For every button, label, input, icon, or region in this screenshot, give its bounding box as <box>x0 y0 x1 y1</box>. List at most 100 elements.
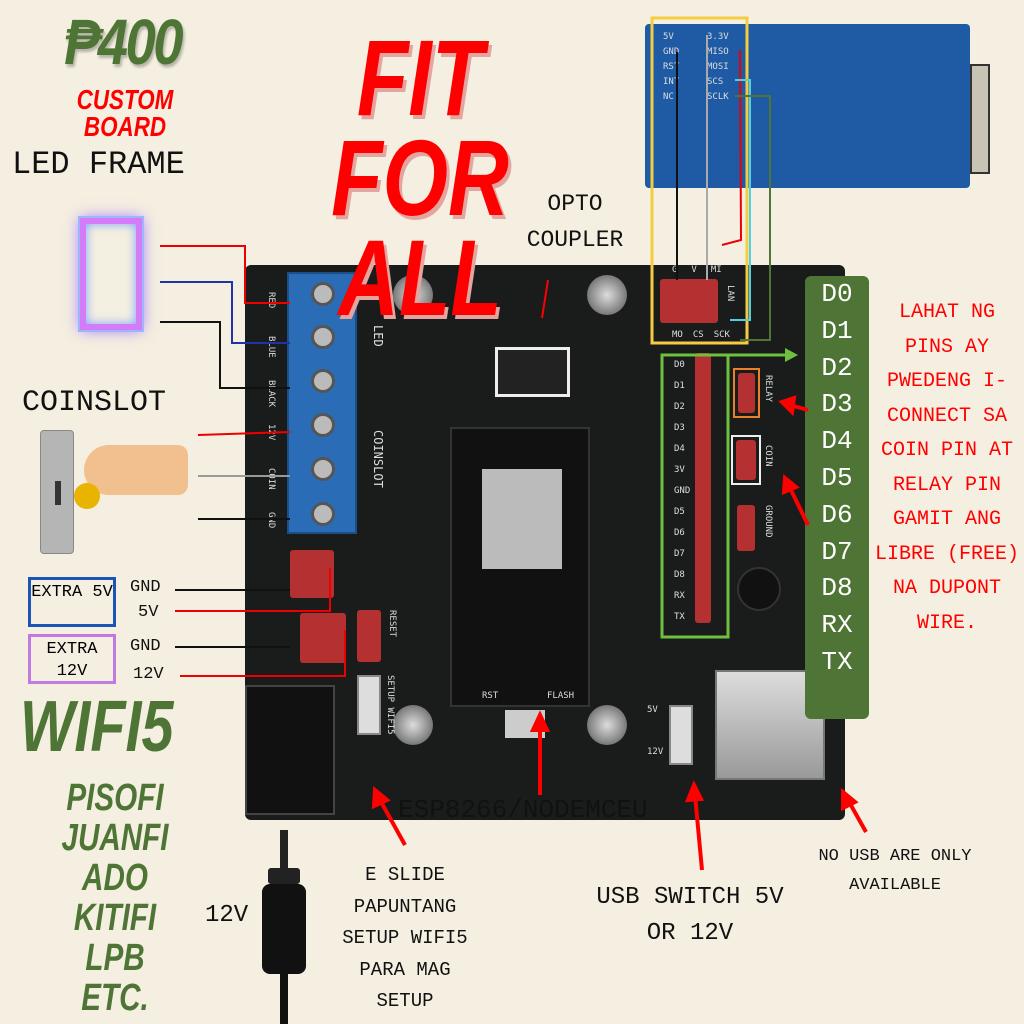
reset-header[interactable] <box>357 610 381 662</box>
dc-jack[interactable] <box>245 685 335 815</box>
12v-label: 12V <box>133 665 164 684</box>
setup-slide-note: E SLIDE PAPUNTANG SETUP WIFI5 PARA MAG S… <box>342 864 468 1012</box>
extra-5v-header[interactable] <box>290 550 334 598</box>
pin-label: RX <box>821 610 853 641</box>
board-pin: TX <box>674 612 685 622</box>
mount-screw <box>393 275 433 315</box>
board-pin: D1 <box>674 381 685 391</box>
lan-pin: 5V <box>663 32 674 42</box>
lan-pin: GND <box>663 47 680 57</box>
usb-switch-note: USB SWITCH 5V OR 12V <box>596 884 784 947</box>
gnd-label: GND <box>130 637 161 656</box>
reset-silk: RESET <box>387 610 397 638</box>
hand-coin-icon <box>74 445 188 509</box>
buzzer <box>737 567 781 611</box>
pin-label: TX <box>821 646 853 677</box>
price: ₱400 <box>64 6 183 78</box>
header-label: G <box>672 265 678 275</box>
mount-screw <box>587 275 627 315</box>
pin-label: D2 <box>821 352 853 383</box>
terminal-screw[interactable] <box>311 502 335 526</box>
mount-screw <box>393 705 433 745</box>
flash-label: FLASH <box>547 691 575 701</box>
ground-header[interactable] <box>737 505 755 551</box>
terminal-screw[interactable] <box>311 413 335 437</box>
brand: JUANFI <box>61 817 169 859</box>
ground-silk: GROUND <box>763 505 773 538</box>
pin-label: D4 <box>821 426 853 457</box>
pin-label: D0 <box>821 279 853 309</box>
terminal-label: BLUE <box>266 336 276 358</box>
coin-silk: COIN <box>763 445 773 467</box>
pin-label: D6 <box>821 499 853 530</box>
rj45-jack <box>970 64 990 174</box>
board-pin: RX <box>674 591 685 601</box>
lan-header[interactable] <box>660 279 718 323</box>
terminal-screw[interactable] <box>311 369 335 393</box>
brand: ETC. <box>81 977 149 1019</box>
header-label: SCK <box>713 330 730 340</box>
coin-header[interactable] <box>731 435 761 485</box>
5v-silk: 5V <box>647 705 658 715</box>
header-label: V <box>691 265 697 275</box>
header-label: MI <box>710 265 722 275</box>
extra-12v-header[interactable] <box>300 613 346 663</box>
lan-pin: SCLK <box>707 92 729 102</box>
board-pin-header-area <box>663 353 713 623</box>
terminal-screw[interactable] <box>311 282 335 306</box>
coinslot-icon <box>40 430 74 554</box>
lan-pin: SCS <box>707 77 724 87</box>
custom-board-label: CUSTOM BOARD <box>76 84 174 142</box>
title-line-2: ALL <box>338 217 502 338</box>
no-usb-note: NO USB ARE ONLY AVAILABLE <box>818 847 972 895</box>
brand: LPB <box>85 937 145 979</box>
usb-voltage-switch[interactable] <box>669 705 693 765</box>
lan-header-top-labels: G V MI <box>672 265 722 275</box>
gnd-label: GND <box>130 578 161 597</box>
led-silk: LED <box>371 325 385 347</box>
setup-silk: SETUP WIFI5 <box>385 675 395 735</box>
coinslot-silk: COINSLOT <box>371 430 385 488</box>
pin-label: D1 <box>821 315 853 346</box>
board-pin: D0 <box>674 360 685 370</box>
brand: ADO <box>82 857 148 899</box>
board-pin: D8 <box>674 570 685 580</box>
led-frame-icon <box>78 216 144 332</box>
dc-plug-icon <box>262 830 306 1024</box>
extra-12v-box: EXTRA 12V <box>28 634 116 684</box>
setup-slide-switch[interactable] <box>357 675 381 735</box>
terminal-screw[interactable] <box>311 325 335 349</box>
board-pin: D7 <box>674 549 685 559</box>
lan-pin: RST <box>663 62 680 72</box>
relay-silk: RELAY <box>763 375 773 403</box>
lan-pin: MISO <box>707 47 729 57</box>
optocoupler <box>495 347 570 397</box>
pin-label: D3 <box>821 389 853 420</box>
lan-pin: INT <box>663 77 680 87</box>
relay-header[interactable] <box>733 368 760 418</box>
terminal-label: RED <box>266 292 276 309</box>
led-frame-label: LED FRAME <box>12 146 185 183</box>
brand: KITIFI <box>73 897 157 939</box>
lan-pin: NC <box>663 92 674 102</box>
pin-header <box>695 353 711 623</box>
board-pin: D4 <box>674 444 685 454</box>
nodemcu-board: RST FLASH <box>450 427 590 707</box>
coinslot-label: COINSLOT <box>22 386 167 420</box>
terminal-label: GND <box>266 512 276 529</box>
title-line-1: FIT FOR <box>331 17 509 238</box>
board-pin: D3 <box>674 423 685 433</box>
terminal-screw[interactable] <box>311 457 335 481</box>
12v-silk: 12V <box>647 747 664 757</box>
lan-pins-left: 5V GND RST INT NC <box>663 30 679 105</box>
lan-pin: 3.3V <box>707 32 729 42</box>
esp-shield <box>482 469 562 569</box>
terminal-label: BLACK <box>266 380 276 408</box>
board-pin: GND <box>674 486 691 496</box>
mount-screw <box>587 705 627 745</box>
